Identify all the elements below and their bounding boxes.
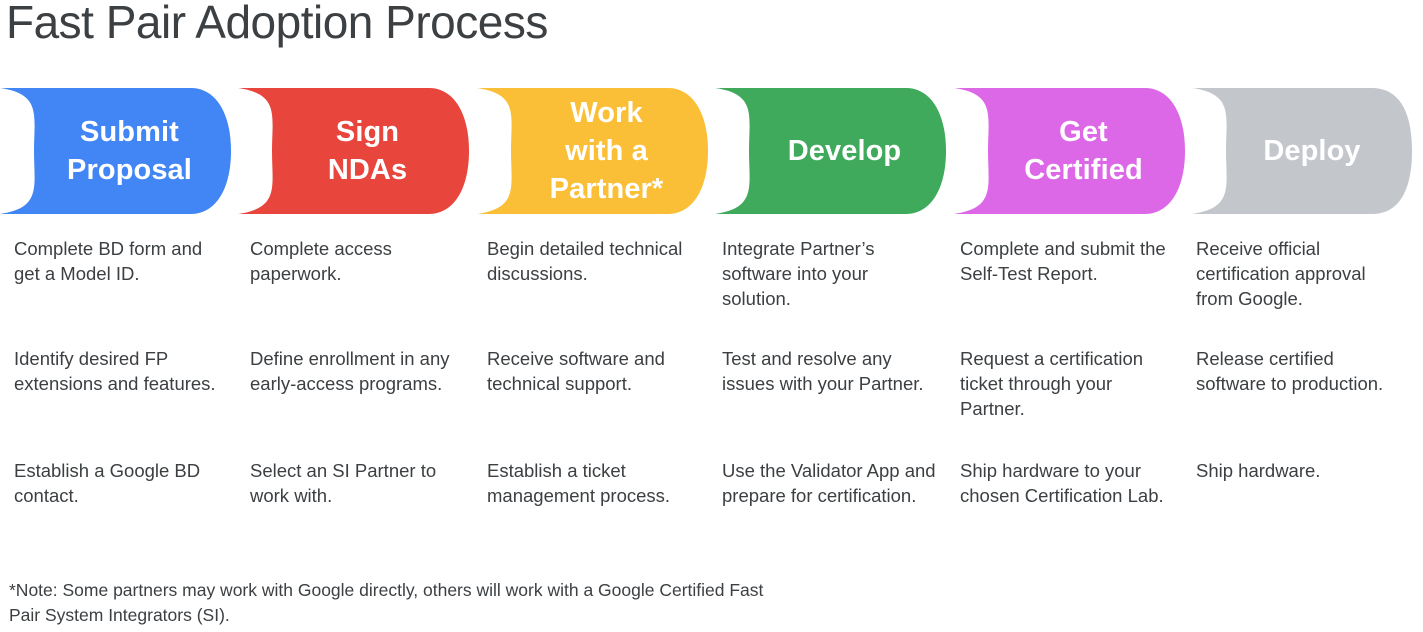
stage-submit-proposal[interactable]: Submit Proposal [0,88,231,214]
bullet-item: Integrate Partner’s software into your s… [722,238,875,309]
bullet-item: Request a certification ticket through y… [960,348,1144,419]
bullet-item: Complete BD form and get a Model ID. [14,238,203,284]
bullet-item: Use the Validator App and prepare for ce… [722,460,936,506]
stage-deploy[interactable]: Deploy [1192,88,1412,214]
bullet-item: Define enrollment in any early-access pr… [250,348,450,394]
bullet-item: Select an SI Partner to work with. [250,460,437,506]
bullet-item: Begin detailed technical discussions. [487,238,683,284]
stage-sign-ndas[interactable]: Sign NDAs [238,88,469,214]
bullet-item: Identify desired FP extensions and featu… [14,348,216,394]
page-title: Fast Pair Adoption Process [6,0,548,48]
stage-shape-work-with-a-partner [477,88,708,214]
stage-get-certified[interactable]: Get Certified [954,88,1185,214]
bullet-item: Complete and submit the Self-Test Report… [960,238,1166,284]
bullet-item: Test and resolve any issues with your Pa… [722,348,924,394]
stage-shape-sign-ndas [238,88,469,214]
stage-develop[interactable]: Develop [715,88,946,214]
stage-label-develop: Develop [787,134,902,167]
stage-shape-submit-proposal [0,88,231,214]
stage-work-with-a-partner[interactable]: Work with a Partner* [477,88,708,214]
stage-shape-get-certified [954,88,1185,214]
stage-label-sign-ndas: Sign NDAs [327,115,408,186]
stage-label-deploy: Deploy [1263,134,1361,167]
stage-label-work-with-a-partner: Work with a Partner* [549,96,664,206]
bullet-item: Complete access paperwork. [250,238,392,284]
stage-label-submit-proposal: Submit Proposal [67,115,192,186]
bullet-item: Release certified software to production… [1196,348,1384,394]
bullet-item: Ship hardware to your chosen Certificati… [960,460,1164,506]
stage-shape-deploy [1192,88,1412,214]
bullet-item: Receive official certification approval … [1196,238,1366,309]
bullet-grid: Complete BD form and get a Model ID. Comp… [0,236,1423,556]
bullet-item: Ship hardware. [1196,460,1321,481]
stage-shape-develop [715,88,946,214]
bullet-item: Establish a ticket management process. [487,460,671,506]
bullet-item: Receive software and technical support. [487,348,665,394]
stage-label-get-certified: Get Certified [1024,115,1143,186]
stage-banner: Submit Proposal Sign NDAs Work with a Part… [0,88,1423,214]
footnote-note: *Note: Some partners may work with Googl… [9,580,764,625]
bullet-item: Establish a Google BD contact. [14,460,201,506]
